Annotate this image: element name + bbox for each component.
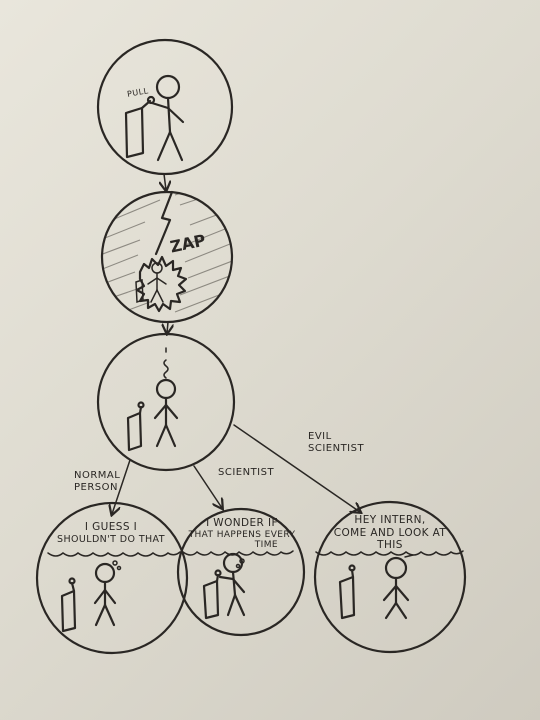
evil-scientist-label: EVIL SCIENTIST [308,431,364,454]
evil-speech-line1: HEY INTERN, [354,514,426,526]
panel-pull [96,38,234,176]
panel-normal-person [35,501,189,655]
normal-speech-line2: SHOULDN'T DO THAT [57,533,165,545]
normal-person-speech: I GUESS I SHOULDN'T DO THAT [52,521,170,545]
panel-evil-scientist [313,500,467,654]
evil-scientist-label-line1: EVIL [308,431,332,442]
scientist-speech: I WONDER IF THAT HAPPENS EVERY TIME [186,517,298,551]
scientist-speech-line1: I WONDER IF [206,517,278,529]
evil-scientist-speech: HEY INTERN, COME AND LOOK AT THIS [330,514,450,552]
evil-scientist-label-line2: SCIENTIST [308,442,365,454]
scientist-label: SCIENTIST [218,467,275,478]
evil-speech-line3: THIS [377,539,403,552]
normal-person-label: NORMAL PERSON [74,470,120,493]
flow-arrows [112,173,360,514]
scientist-speech-line3: TIME [254,540,278,551]
normal-person-label-line1: NORMAL [74,470,121,481]
normal-speech-line1: I GUESS I [84,521,138,533]
panel-scientist [176,507,306,637]
normal-person-label-line2: PERSON [74,481,118,493]
panel-zap [100,190,234,324]
evil-speech-line2: COME AND LOOK AT [333,526,447,539]
panel-smoking [96,332,236,472]
scientist-speech-line2: THAT HAPPENS EVERY [188,529,296,540]
